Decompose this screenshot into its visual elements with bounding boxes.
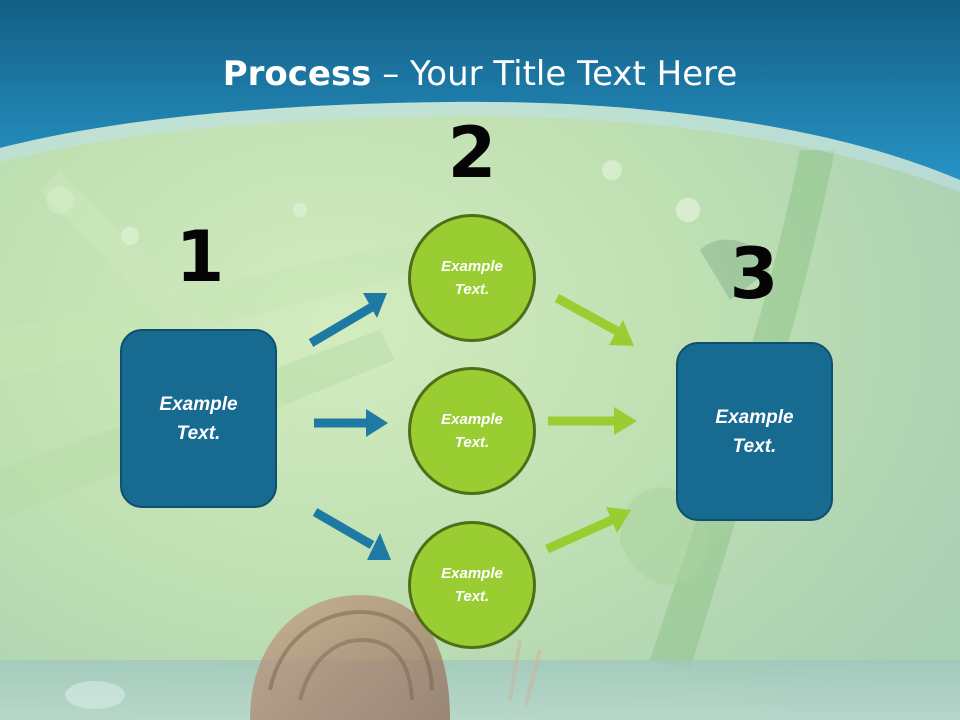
arrow-right-up-blue [308, 293, 387, 347]
arrow-right-down-green [554, 294, 634, 346]
title-rest: – Your Title Text Here [371, 54, 738, 94]
step-number-3: 3 [729, 233, 779, 315]
arrow-right-up-green [545, 507, 631, 554]
arrow-right-blue [314, 409, 388, 437]
slide-title: Process – Your Title Text Here [0, 52, 960, 96]
arrow-right-green [548, 407, 637, 435]
arrow-right-down-blue [312, 508, 391, 560]
step-number-2: 2 [447, 112, 497, 194]
step-number-1: 1 [175, 216, 225, 298]
title-bold: Process [222, 54, 372, 94]
